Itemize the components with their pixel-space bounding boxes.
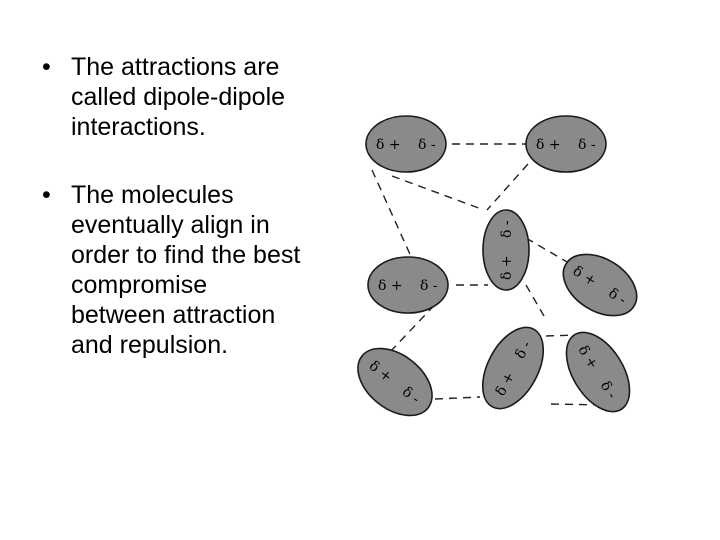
molecule-ellipse — [367, 256, 449, 314]
molecule: δ + δ - — [482, 209, 530, 291]
bullet-marker: • — [42, 181, 51, 209]
attraction-line — [545, 334, 577, 337]
partial-positive-label: δ + — [536, 137, 561, 153]
partial-positive-label: δ + — [499, 255, 515, 280]
molecule-ellipse — [562, 253, 638, 317]
molecule: δ + δ - — [525, 115, 607, 173]
molecule-ellipse — [365, 115, 447, 173]
attraction-line — [486, 163, 529, 211]
partial-negative-label: δ - — [418, 137, 436, 153]
dipole-interaction-diagram: δ + δ - δ + δ - δ + δ - δ + δ - δ + δ - … — [357, 115, 638, 417]
molecule: δ + δ - — [562, 253, 638, 317]
molecule: δ + δ - — [565, 331, 631, 413]
bullet-item: • The attractions are called dipole-dipo… — [42, 52, 302, 142]
attraction-line — [434, 396, 481, 400]
molecule: δ + δ - — [357, 347, 433, 417]
bullet-text: The attractions are called dipole-dipole… — [71, 53, 286, 141]
partial-negative-label: δ - — [578, 137, 596, 153]
molecule: δ + δ - — [365, 115, 447, 173]
molecule-ellipse — [481, 326, 545, 410]
partial-negative-label: δ - — [499, 220, 515, 238]
attraction-line — [525, 237, 575, 267]
partial-positive-label: δ + — [378, 278, 403, 294]
bullet-item: • The molecules eventually align in orde… — [42, 180, 302, 360]
partial-negative-label: δ - — [512, 338, 535, 361]
bullet-marker: • — [42, 53, 51, 81]
molecule-ellipse — [482, 209, 530, 291]
attraction-line — [371, 169, 419, 273]
molecule-ellipse — [357, 347, 433, 417]
molecule-ellipse — [525, 115, 607, 173]
molecule-ellipse — [565, 331, 631, 413]
bullet-text: The molecules eventually align in order … — [71, 181, 301, 359]
molecule: δ + δ - — [481, 326, 545, 410]
molecule: δ + δ - — [367, 256, 449, 314]
partial-positive-label: δ + — [376, 137, 401, 153]
attraction-line — [391, 175, 485, 211]
bullet-list: • The attractions are called dipole-dipo… — [42, 52, 302, 360]
attraction-line — [525, 284, 545, 317]
partial-negative-label: δ - — [420, 278, 438, 294]
